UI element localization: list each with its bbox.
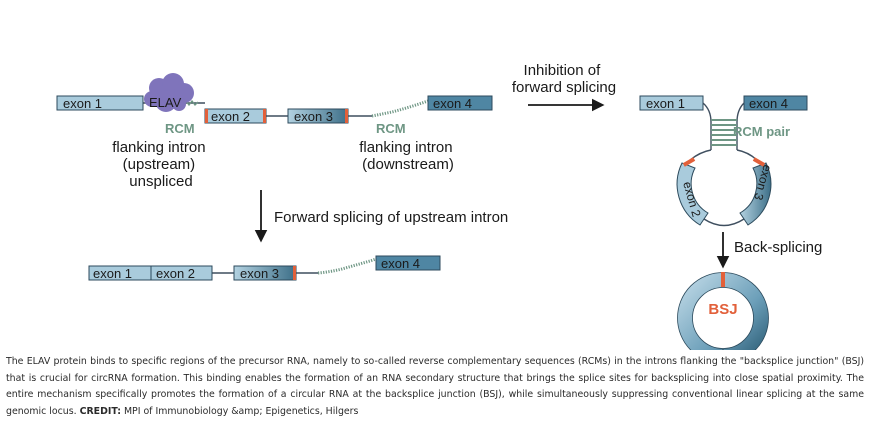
bsj-marker: [721, 272, 725, 287]
rcm-left-label: RCM: [165, 121, 195, 136]
exon-2-label: exon 2: [211, 109, 250, 124]
hairpin-exon-4-label: exon 4: [749, 96, 788, 111]
splice-site-marker: [345, 109, 348, 123]
rcm-pair-label: RCM pair: [733, 124, 790, 139]
splice-site-marker: [205, 109, 208, 123]
exon-1-label: exon 1: [63, 96, 102, 111]
figure-caption: The ELAV protein binds to specific regio…: [6, 354, 864, 420]
rcm-right-squiggle: [371, 99, 429, 118]
circrna-mechanism-diagram: exon 1 ELAV exon 2 exon 3 exon 4 RCM RCM…: [56, 62, 822, 350]
exon-3-label: exon 3: [294, 109, 333, 124]
rcm-right-label: RCM: [376, 121, 406, 136]
bsj-label: BSJ: [708, 301, 737, 318]
back-splicing-label: Back-splicing: [734, 239, 822, 256]
elav-label: ELAV: [149, 95, 182, 110]
hairpin-stem-right: [736, 102, 745, 150]
exon-4-box-spliced: [375, 255, 441, 271]
upstream-intron-label: flanking intron (upstream) unspliced: [112, 139, 210, 190]
exon-4-label-spliced: exon 4: [381, 256, 420, 271]
rcm-squiggle-product: [317, 257, 377, 275]
upstream-intron-line-1: flanking intron: [112, 139, 205, 156]
exon-2-label-spliced: exon 2: [156, 266, 195, 281]
splice-site-marker: [293, 266, 296, 280]
hairpin-loop-right: [736, 149, 758, 161]
rcm-pair-rungs: [711, 119, 737, 146]
exon-1-box: [56, 95, 144, 111]
inhibition-label: Inhibition of forward splicing: [512, 62, 616, 96]
hairpin-stem-left: [702, 102, 712, 150]
rcm-hairpin-structure: exon 1 exon 4 RCM pair exon 2 exon 3: [639, 95, 808, 227]
hairpin-exon-2-arc: [676, 162, 709, 226]
splice-site-marker: [682, 157, 696, 167]
exon-2-box-spliced: [150, 265, 213, 281]
downstream-intron-label: flanking intron (downstream): [359, 139, 457, 173]
credit-text: MPI of Immunobiology &amp; Epigenetics, …: [123, 405, 359, 417]
inhibition-step: Inhibition of forward splicing: [512, 62, 616, 112]
circrna-ring-outline-inner: [692, 287, 754, 349]
hairpin-exon-3-arc: [739, 162, 772, 226]
upstream-intron-line-2: (upstream): [123, 156, 196, 173]
credit-label: CREDIT:: [79, 405, 121, 417]
exon-4-box: [427, 95, 493, 111]
downstream-intron-line-1: flanking intron: [359, 139, 452, 156]
forward-splicing-label: Forward splicing of upstream intron: [274, 209, 508, 226]
forward-splicing-step: Forward splicing of upstream intron: [254, 190, 508, 243]
splice-site-marker: [752, 157, 766, 167]
inhibition-line-2: forward splicing: [512, 79, 616, 96]
splice-site-marker: [263, 109, 266, 123]
hairpin-bottom-connector: [703, 218, 745, 227]
upstream-intron-line-3: unspliced: [129, 173, 192, 190]
exon-3-label-spliced: exon 3: [240, 266, 279, 281]
caption-text: The ELAV protein binds to specific regio…: [6, 356, 864, 417]
linear-precursor: exon 1 ELAV exon 2 exon 3 exon 4 RCM RCM…: [56, 73, 493, 190]
circular-rna: BSJ: [677, 272, 769, 350]
exon-4-label: exon 4: [433, 96, 472, 111]
linear-spliced-product: exon 1 exon 2 exon 3 exon 4: [88, 255, 441, 281]
hairpin-exon-1-label: exon 1: [646, 96, 685, 111]
downstream-intron-line-2: (downstream): [362, 156, 454, 173]
back-splicing-step: Back-splicing: [716, 232, 822, 269]
elav-protein: ELAV: [144, 73, 194, 112]
exon-1-label-spliced: exon 1: [93, 266, 132, 281]
inhibition-line-1: Inhibition of: [524, 62, 602, 79]
